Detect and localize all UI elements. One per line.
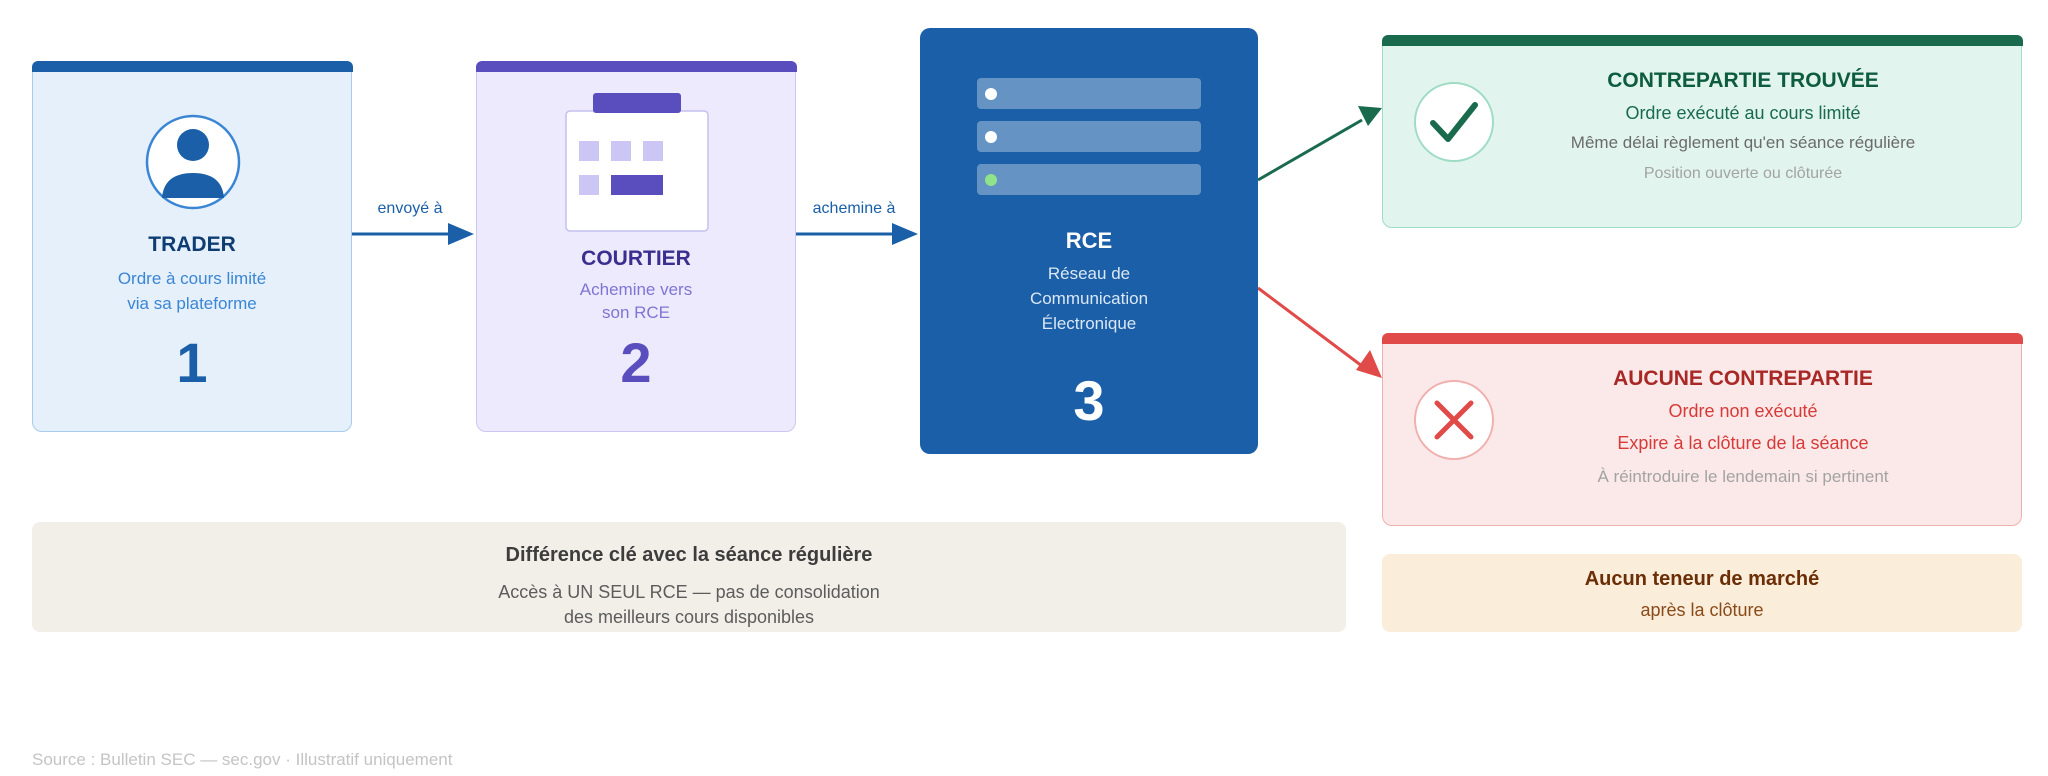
no-maker-subtitle: après la clôture [1640, 600, 1764, 620]
arrow1-label: envoyé à [377, 200, 443, 217]
arrow-trader-to-broker [352, 223, 474, 245]
server-status-dot [985, 88, 997, 100]
broker-card-topbar [475, 61, 797, 72]
key-diff-line1: Accès à UN SEUL RCE — pas de consolidati… [498, 582, 880, 602]
source-footnote: Source : Bulletin SEC — sec.gov · Illust… [32, 750, 453, 769]
arrow-broker-to-rce [796, 223, 918, 245]
none-card-topbar [1381, 333, 2023, 344]
server-status-dot-active [985, 174, 997, 186]
clipboard-icon [565, 93, 709, 232]
broker-title: COURTIER [581, 247, 691, 270]
found-card-topbar [1381, 35, 2023, 46]
key-diff-title: Différence clé avec la séance régulière [505, 544, 873, 566]
trader-step-number: 1 [176, 331, 208, 394]
no-market-maker-box: Aucun teneur de marché après la clôture [1382, 554, 2022, 632]
trader-title: TRADER [148, 233, 236, 256]
trader-card: TRADER Ordre à cours limité via sa plate… [31, 61, 353, 432]
user-icon [145, 114, 241, 210]
no-maker-title: Aucun teneur de marché [1584, 568, 1820, 590]
trader-card-topbar [31, 61, 353, 72]
arrow-rce-to-found [1257, 106, 1382, 182]
server-status-dot [985, 131, 997, 143]
found-line1: Ordre exécuté au cours limité [1625, 103, 1861, 123]
trader-line1: Ordre à cours limité [117, 269, 267, 288]
rce-line3: Électronique [1041, 314, 1137, 333]
server-row-1 [977, 78, 1201, 109]
found-title: CONTREPARTIE TROUVÉE [1607, 69, 1879, 92]
broker-step-number: 2 [620, 331, 652, 394]
arrow2-label: achemine à [812, 200, 896, 217]
rce-line2: Communication [1029, 289, 1149, 308]
counterparty-found-card: CONTREPARTIE TROUVÉE Ordre exécuté au co… [1381, 35, 2023, 228]
server-row-2 [977, 121, 1201, 152]
broker-line1: Achemine vers [579, 280, 693, 299]
rce-line1: Réseau de [1047, 264, 1131, 283]
arrow-rce-to-none [1257, 286, 1382, 378]
close-icon [1414, 380, 1494, 460]
trader-line2: via sa plateforme [127, 294, 257, 313]
none-line1: Ordre non exécuté [1668, 401, 1818, 421]
found-line2: Même délai règlement qu'en séance réguli… [1570, 133, 1916, 152]
broker-card: COURTIER Achemine vers son RCE 2 [475, 61, 797, 432]
broker-line2: son RCE [601, 303, 671, 322]
rce-title: RCE [1065, 228, 1113, 253]
none-line3: À réintroduire le lendemain si pertinent [1597, 467, 1889, 486]
key-diff-line2: des meilleurs cours disponibles [563, 607, 815, 627]
none-line2: Expire à la clôture de la séance [1617, 433, 1869, 453]
server-row-3 [977, 164, 1201, 195]
none-title: AUCUNE CONTREPARTIE [1613, 367, 1873, 390]
found-line3: Position ouverte ou clôturée [1643, 165, 1843, 182]
rce-step-number: 3 [1073, 369, 1105, 432]
key-difference-box: Différence clé avec la séance régulière … [32, 522, 1346, 632]
check-icon [1414, 82, 1494, 162]
no-counterparty-card: AUCUNE CONTREPARTIE Ordre non exécuté Ex… [1381, 333, 2023, 526]
rce-card: RCE Réseau de Communication Électronique… [920, 28, 1258, 454]
